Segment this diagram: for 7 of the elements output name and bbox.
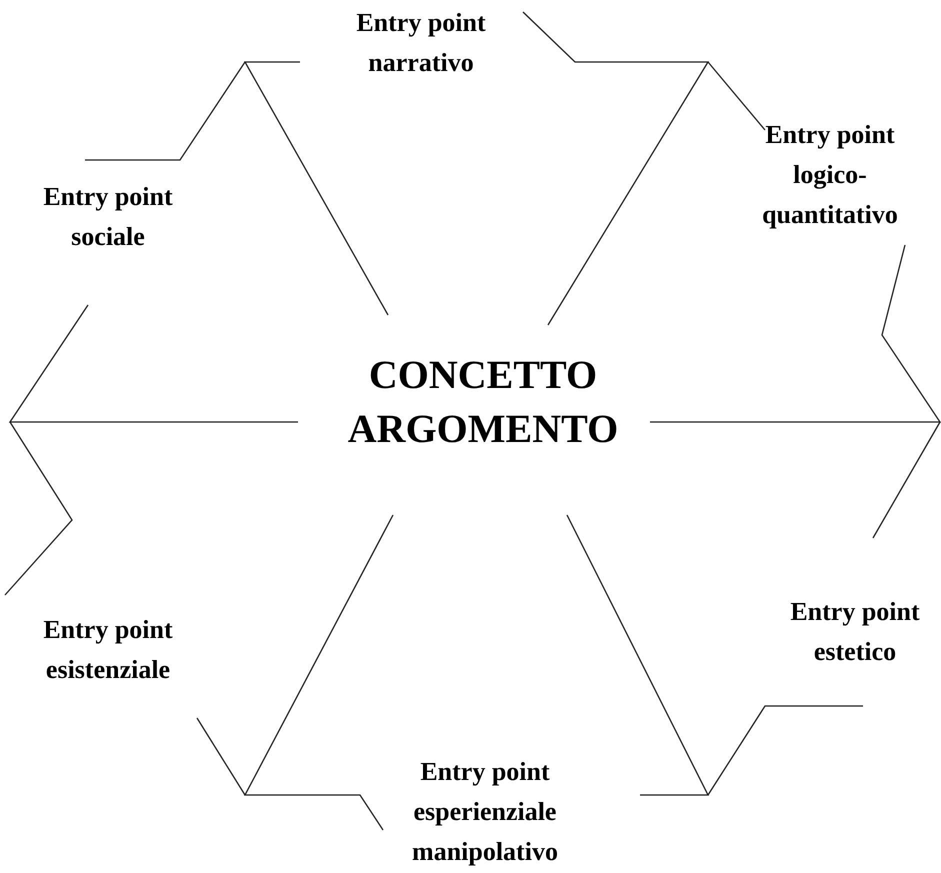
entry-point-label: Entry point esistenziale <box>42 614 174 686</box>
entry-point-label: Entry point estetico <box>789 596 921 668</box>
entry-point-label: Entry point narrativo <box>355 7 487 79</box>
entry-point-label: Entry point esperienziale manipolativo <box>411 756 559 868</box>
entry-point-label: Entry point sociale <box>42 181 174 253</box>
central-concept-label: CONCETTO ARGOMENTO <box>346 351 620 453</box>
entry-point-label: Entry point logico-quantitativo <box>761 119 899 231</box>
